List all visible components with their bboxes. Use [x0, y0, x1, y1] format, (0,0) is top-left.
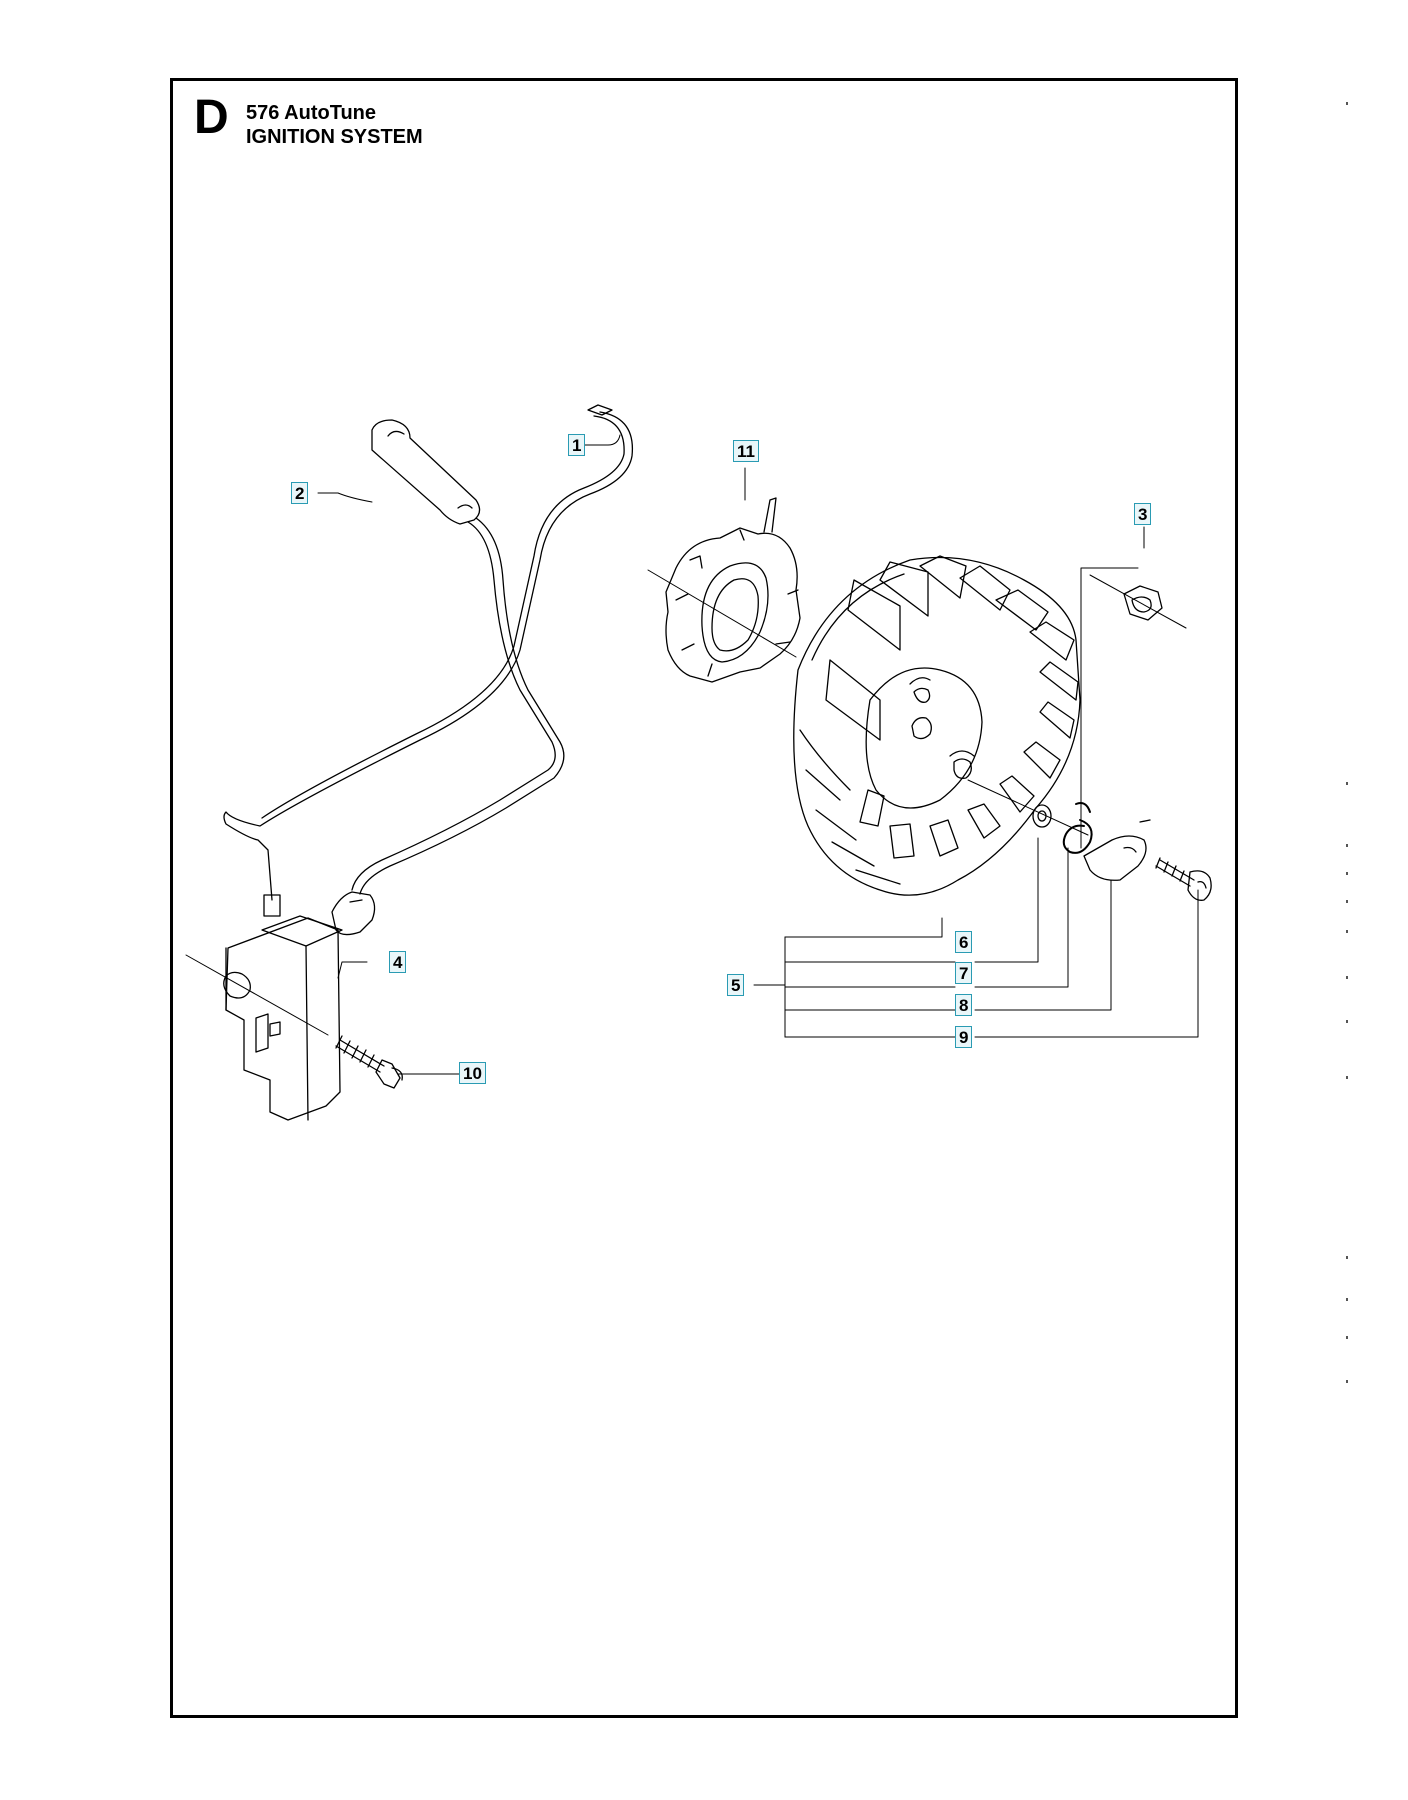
ignition-module — [223, 891, 376, 1121]
callout-10[interactable]: 10 — [459, 1062, 486, 1084]
module-screw — [335, 1035, 403, 1089]
margin-mark — [1346, 1336, 1348, 1339]
margin-mark — [1346, 1298, 1348, 1301]
callout-11[interactable]: 11 — [733, 440, 759, 462]
cable — [223, 404, 634, 917]
margin-mark — [1346, 1020, 1348, 1023]
callout-1[interactable]: 1 — [568, 434, 586, 456]
flywheel — [793, 555, 1081, 896]
margin-mark — [1346, 976, 1348, 979]
margin-mark — [1346, 930, 1348, 933]
callout-8[interactable]: 8 — [955, 994, 973, 1016]
margin-mark — [1346, 1076, 1348, 1079]
leader-lines — [185, 434, 1199, 1075]
callout-2[interactable]: 2 — [291, 482, 309, 504]
flywheel-nut — [1123, 585, 1163, 621]
callout-7[interactable]: 7 — [955, 962, 973, 984]
callout-4[interactable]: 4 — [389, 951, 407, 973]
diagram-frame — [170, 78, 1238, 1718]
callout-6[interactable]: 6 — [955, 931, 973, 953]
pawl-screw — [1155, 857, 1212, 901]
margin-mark — [1346, 1256, 1348, 1259]
model-title: 576 AutoTune — [246, 102, 377, 124]
margin-mark — [1346, 1380, 1348, 1383]
margin-mark — [1346, 872, 1348, 875]
ht-lead — [351, 517, 565, 895]
pawl — [1083, 819, 1151, 881]
sensor-ring — [665, 497, 801, 683]
section-title: IGNITION SYSTEM — [246, 126, 423, 148]
margin-mark — [1346, 102, 1348, 105]
washer — [1032, 804, 1052, 828]
margin-mark — [1346, 844, 1348, 847]
margin-mark — [1346, 782, 1348, 785]
spring — [1062, 802, 1093, 854]
section-letter: D — [194, 91, 229, 144]
callout-3[interactable]: 3 — [1134, 503, 1152, 525]
spark-plug-cap — [371, 419, 481, 525]
callout-5[interactable]: 5 — [727, 974, 745, 996]
margin-mark — [1346, 900, 1348, 903]
callout-9[interactable]: 9 — [955, 1026, 973, 1048]
